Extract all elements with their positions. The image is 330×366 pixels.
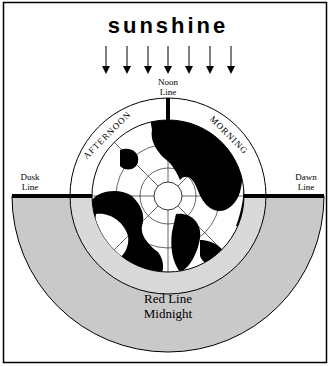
dusk-label: Dusk Line — [15, 172, 45, 192]
pole-circle — [154, 182, 182, 210]
dawn-label: Dawn Line — [291, 172, 321, 192]
title-word: sunshine — [68, 14, 268, 38]
ray-heads — [102, 66, 235, 74]
night-band: Red Line Midnight — [133, 291, 203, 321]
globe — [92, 120, 244, 272]
noon-label: Noon Line — [153, 77, 183, 97]
terminator-lines — [12, 98, 324, 196]
graticule — [92, 120, 244, 272]
node-text: Red Line Midnight — [133, 291, 203, 321]
frame — [4, 3, 327, 363]
